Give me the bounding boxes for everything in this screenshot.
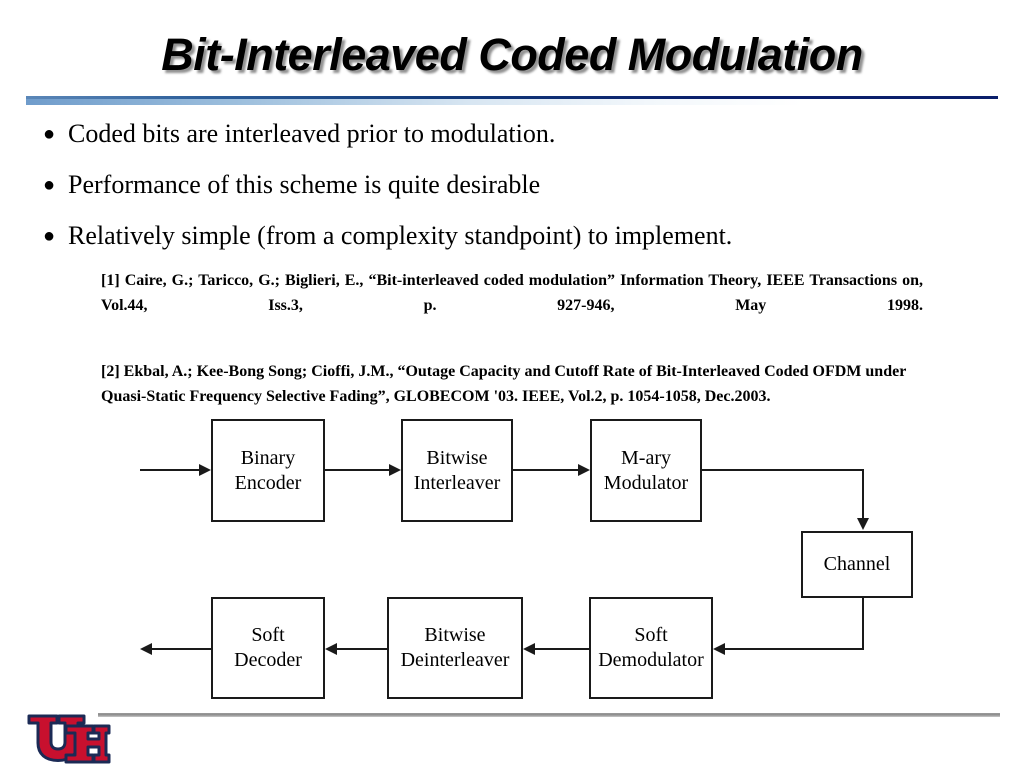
- block-label-line2: Decoder: [234, 649, 302, 671]
- block-label-line2: Demodulator: [598, 649, 704, 671]
- connector-m-ary-modulator-to-channel-horizontal: [702, 469, 864, 471]
- block-label-line1: M-ary: [621, 446, 671, 469]
- block-label-line2: Deinterleaver: [400, 649, 510, 671]
- list-item: ● Relatively simple (from a complexity s…: [34, 220, 994, 252]
- title-divider-gradient-band: [26, 99, 998, 105]
- list-item: ● Performance of this scheme is quite de…: [34, 169, 994, 201]
- connector-bitwise-interleaver-to-m-ary-modulator: [513, 469, 579, 471]
- connector-input-to-binary-encoder: [140, 469, 200, 471]
- block-label-line2: Encoder: [234, 471, 302, 494]
- block-label-line1: Bitwise: [426, 446, 488, 469]
- block-label-line1: Bitwise: [424, 624, 486, 646]
- bullet-marker-icon: ●: [43, 123, 56, 145]
- reference-item-2: [2] Ekbal, A.; Kee-Bong Song; Cioffi, J.…: [101, 363, 907, 405]
- connector-binary-encoder-to-bitwise-interleaver: [325, 469, 390, 471]
- bullet-text: Relatively simple (from a complexity sta…: [68, 221, 733, 250]
- block-bitwise-deinterleaver[interactable]: Bitwise Deinterleaver: [387, 597, 523, 699]
- arrowhead-output: [140, 643, 152, 655]
- connector-bitwise-deinterleaver-to-soft-decoder: [337, 648, 387, 650]
- arrowhead-into-soft-decoder: [325, 643, 337, 655]
- block-label-line2: Interleaver: [413, 471, 501, 494]
- arrowhead-into-binary-encoder: [199, 464, 211, 476]
- arrowhead-into-soft-demodulator: [713, 643, 725, 655]
- connector-soft-demodulator-to-bitwise-deinterleaver: [535, 648, 589, 650]
- connector-soft-decoder-to-output: [152, 648, 211, 650]
- block-label: Channel: [823, 553, 891, 575]
- bullet-marker-icon: ●: [43, 174, 56, 196]
- arrowhead-into-bitwise-interleaver: [389, 464, 401, 476]
- connector-m-ary-modulator-to-channel-vertical: [862, 469, 864, 519]
- arrowhead-into-bitwise-deinterleaver: [523, 643, 535, 655]
- list-item: ● Coded bits are interleaved prior to mo…: [34, 118, 994, 150]
- bullet-text: Performance of this scheme is quite desi…: [68, 170, 541, 199]
- block-bitwise-interleaver[interactable]: Bitwise Interleaver: [401, 419, 513, 522]
- block-label-line1: Soft: [251, 624, 285, 646]
- arrowhead-into-m-ary-modulator: [578, 464, 590, 476]
- university-of-houston-uh-logo-icon: [24, 711, 112, 766]
- title-divider-navy-line: [26, 96, 998, 99]
- reference-list: [1] Caire, G.; Taricco, G.; Biglieri, E.…: [101, 268, 923, 409]
- bullet-text: Coded bits are interleaved prior to modu…: [68, 119, 556, 148]
- reference-item-1: [1] Caire, G.; Taricco, G.; Biglieri, E.…: [101, 272, 923, 314]
- block-label-line1: Binary: [240, 446, 296, 469]
- block-label-line1: Soft: [634, 624, 668, 646]
- block-soft-decoder[interactable]: Soft Decoder: [211, 597, 325, 699]
- bullet-list: ● Coded bits are interleaved prior to mo…: [34, 118, 994, 271]
- footer-divider: [98, 713, 1000, 717]
- connector-channel-to-soft-demodulator-vertical: [862, 598, 864, 650]
- bullet-marker-icon: ●: [43, 225, 56, 247]
- block-m-ary-modulator[interactable]: M-ary Modulator: [590, 419, 702, 522]
- page-title: Bit-Interleaved Coded Modulation: [161, 29, 863, 80]
- arrowhead-into-channel: [857, 518, 869, 530]
- block-soft-demodulator[interactable]: Soft Demodulator: [589, 597, 713, 699]
- block-label-line2: Modulator: [603, 471, 689, 494]
- block-binary-encoder[interactable]: Binary Encoder: [211, 419, 325, 522]
- block-channel[interactable]: Channel: [801, 531, 913, 598]
- connector-channel-to-soft-demodulator-horizontal: [725, 648, 864, 650]
- title-divider: [26, 96, 998, 106]
